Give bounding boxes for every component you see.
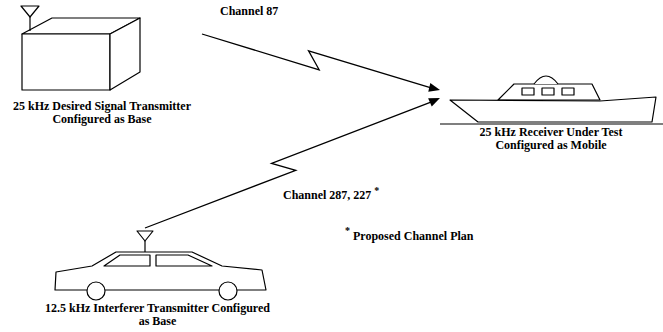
arrow-head — [428, 83, 440, 92]
footnote-mark: * — [345, 226, 350, 236]
device-node: 12.5 kHz Interferer Transmitter Configur… — [45, 228, 270, 328]
car-wheel — [219, 282, 237, 300]
box-front — [22, 34, 110, 90]
channel-label: Channel 287, 227 — [283, 188, 371, 202]
car-window — [104, 255, 150, 266]
lightning-line — [202, 34, 430, 88]
device-node: 25 kHz Desired Signal Transmitter Config… — [2, 4, 202, 126]
boat-window — [542, 88, 554, 95]
device-caption: 25 kHz Desired Signal Transmitter Config… — [2, 100, 202, 126]
device-caption: 12.5 kHz Interferer Transmitter Configur… — [45, 302, 270, 328]
footnote-mark: * — [374, 186, 379, 196]
boat-window — [562, 88, 574, 95]
arrow-head — [428, 98, 440, 107]
water-line — [440, 123, 663, 124]
device-caption: 25 kHz Receiver Under Test Configured as… — [464, 126, 639, 152]
radar-dome — [534, 76, 558, 84]
boat-hull — [450, 97, 656, 122]
channel-label: Channel 87 — [220, 4, 278, 18]
boat-cabin — [498, 84, 600, 100]
antenna-mast — [144, 241, 145, 252]
device-node: 25 kHz Receiver Under Test Configured as… — [440, 58, 662, 152]
radio-link — [202, 34, 440, 92]
car-wheel — [87, 282, 105, 300]
antenna-symbol — [21, 6, 39, 17]
lightning-line — [145, 102, 431, 228]
antenna-symbol — [137, 231, 153, 241]
footnote-text: Proposed Channel Plan — [353, 229, 473, 243]
car-window — [156, 255, 212, 266]
box-side — [110, 18, 140, 90]
boat-window — [522, 88, 534, 95]
antenna-mast — [29, 17, 30, 31]
radio-link — [145, 98, 440, 228]
